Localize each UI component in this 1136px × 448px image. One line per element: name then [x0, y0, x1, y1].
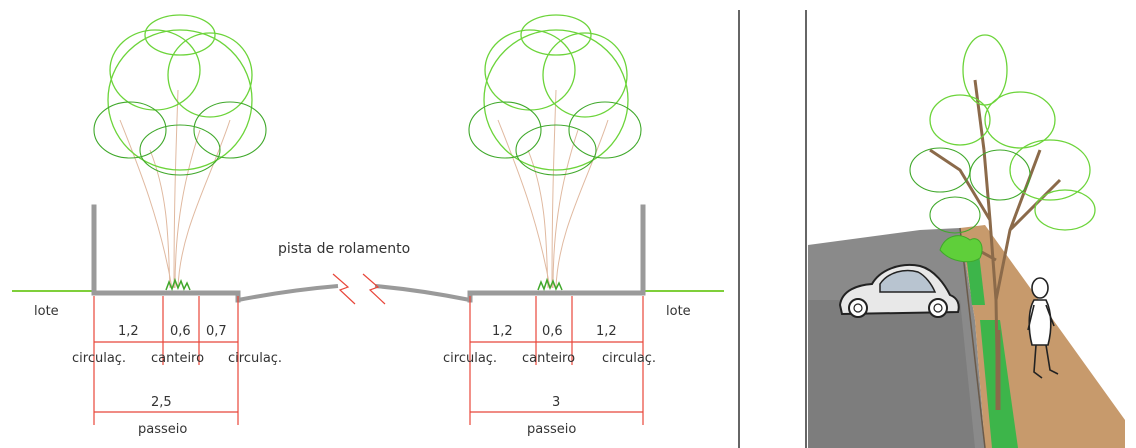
- dim-left-3: 0,7: [206, 324, 227, 339]
- lot-label-left: lote: [34, 304, 59, 319]
- foliage-left: [93, 14, 267, 176]
- perspective-view: [805, 10, 1125, 448]
- road-label: pista de rolamento: [278, 241, 410, 257]
- road-shade: [808, 300, 975, 448]
- zone-right-1: circulaç.: [443, 351, 497, 366]
- total-left: 2,5: [151, 395, 172, 410]
- trunk-left: [119, 89, 231, 289]
- grass-left: [165, 277, 191, 292]
- total-right: 3: [552, 395, 560, 410]
- pedestrian: [1027, 277, 1059, 379]
- trunk-right: [497, 89, 609, 289]
- foliage-right: [468, 14, 642, 176]
- zone-right-2: canteiro: [522, 351, 575, 366]
- cross-section: pista de rolamento: [12, 14, 724, 437]
- break-symbol: [332, 273, 386, 305]
- dimensions-left: [93, 296, 239, 425]
- tree-3d-foliage: [909, 34, 1096, 234]
- zone-left-3: circulaç.: [228, 351, 282, 366]
- zone-left-2: canteiro: [151, 351, 204, 366]
- road-surface-right: [374, 284, 471, 302]
- tree-3d-shrub: [939, 235, 983, 263]
- car: [838, 264, 960, 318]
- total-label-right: passeio: [527, 422, 576, 437]
- tree-left: [93, 14, 267, 292]
- zone-left-1: circulaç.: [72, 351, 126, 366]
- road-surface-left: [237, 284, 339, 302]
- tree-3d: [909, 34, 1096, 411]
- dim-left-2: 0,6: [170, 324, 191, 339]
- car-wheel-rear: [928, 298, 948, 318]
- grass-right: [537, 277, 563, 292]
- zone-right-3: circulaç.: [602, 351, 656, 366]
- dim-left-1: 1,2: [118, 324, 139, 339]
- dim-right-1: 1,2: [492, 324, 513, 339]
- total-label-left: passeio: [138, 422, 187, 437]
- dim-right-2: 0,6: [542, 324, 563, 339]
- dim-right-3: 1,2: [596, 324, 617, 339]
- tree-3d-trunk: [929, 79, 1062, 411]
- dimensions-right: [469, 296, 644, 425]
- car-wheel-front: [848, 298, 868, 318]
- lot-label-right: lote: [666, 304, 691, 319]
- curb-line: [959, 227, 986, 448]
- tree-right: [468, 14, 642, 292]
